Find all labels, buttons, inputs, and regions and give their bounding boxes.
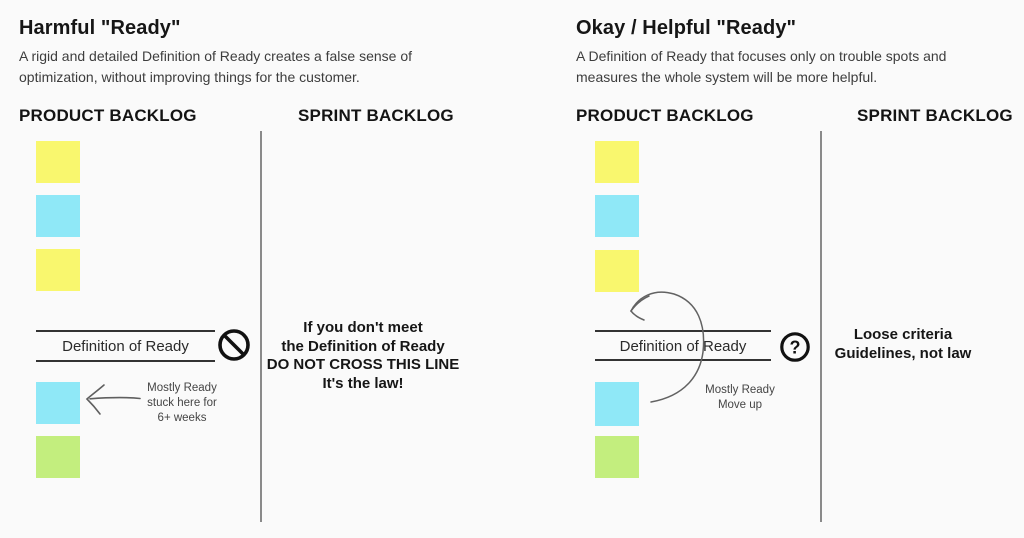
stuck-annotation: Mostly Ready stuck here for 6+ weeks xyxy=(136,381,228,426)
panel-description-line: optimization, without improving things f… xyxy=(19,69,360,85)
no-entry-icon xyxy=(216,327,252,363)
sprint-rule-line: the Definition of Ready xyxy=(281,337,445,355)
sprint-backlog-header: SPRINT BACKLOG xyxy=(857,106,1013,125)
sprint-backlog-header: SPRINT BACKLOG xyxy=(298,106,454,125)
definition-of-ready-label: Definition of Ready xyxy=(62,338,189,355)
question-glyph: ? xyxy=(790,338,801,358)
sticky-note-yellow xyxy=(595,141,639,183)
question-icon: ? xyxy=(778,330,812,364)
sprint-rule-line: If you don't meet xyxy=(303,319,423,336)
panel-description-line: A rigid and detailed Definition of Ready… xyxy=(19,48,413,64)
definition-line-bottom xyxy=(36,360,215,362)
product-backlog-header: PRODUCT BACKLOG xyxy=(576,106,754,125)
definition-line-top xyxy=(36,330,215,332)
sticky-note-blue xyxy=(36,195,80,237)
backlog-divider xyxy=(820,131,822,522)
annotation-line: stuck here for xyxy=(147,397,217,409)
sticky-note-yellow xyxy=(595,250,639,292)
sticky-note-yellow xyxy=(36,141,80,183)
annotation-line: Mostly Ready xyxy=(705,384,775,396)
panel-title: Okay / Helpful "Ready" xyxy=(576,17,797,39)
panel-description-line: measures the whole system will be more h… xyxy=(576,69,878,85)
sprint-rule-text: Loose criteria Guidelines, not law xyxy=(812,326,994,363)
sticky-note-blue xyxy=(36,382,80,424)
move-up-annotation: Mostly Ready Move up xyxy=(694,383,786,413)
annotation-line: 6+ weeks xyxy=(157,412,207,424)
definition-line-bottom xyxy=(595,359,771,361)
definition-line-top xyxy=(595,330,771,332)
panel-description-line: A Definition of Ready that focuses only … xyxy=(576,48,947,64)
sticky-note-green xyxy=(36,436,80,478)
sprint-rule-line: Guidelines, not law xyxy=(834,344,972,362)
product-backlog-header: PRODUCT BACKLOG xyxy=(19,106,197,125)
backlog-divider xyxy=(260,131,262,522)
annotation-line: Move up xyxy=(717,399,763,411)
sprint-rule-text: If you don't meet the Definition of Read… xyxy=(263,319,463,393)
pointer-arrow xyxy=(80,378,150,423)
sticky-note-green xyxy=(595,436,639,478)
panel-title: Harmful "Ready" xyxy=(19,17,181,39)
sprint-rule-line: Loose criteria xyxy=(853,326,953,343)
sprint-rule-line: DO NOT CROSS THIS LINE xyxy=(266,356,460,373)
move-up-arrow xyxy=(598,278,728,423)
sticky-note-blue xyxy=(595,195,639,237)
sprint-rule-line: It's the law! xyxy=(322,374,404,392)
sticky-note-yellow xyxy=(36,249,80,291)
definition-of-ready-label: Definition of Ready xyxy=(619,338,747,355)
annotation-line: Mostly Ready xyxy=(147,382,217,394)
sticky-note-blue xyxy=(595,382,639,426)
